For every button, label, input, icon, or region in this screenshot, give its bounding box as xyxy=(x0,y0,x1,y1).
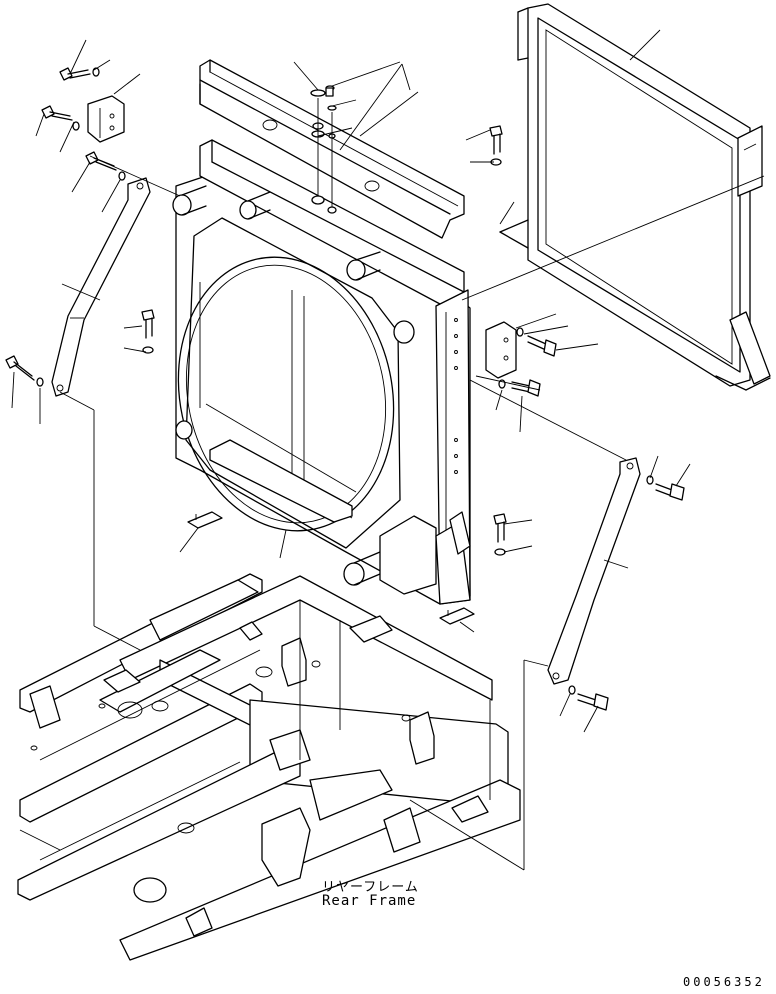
right-stay-rod xyxy=(547,457,685,711)
rear-frame-label-jp: リヤーフレーム xyxy=(322,880,419,895)
rear-frame xyxy=(17,573,521,961)
right-side-fasteners xyxy=(485,125,557,556)
rear-frame-label-en: Rear Frame xyxy=(322,893,417,909)
radiator-guard xyxy=(499,3,771,391)
leader-lines xyxy=(11,29,765,871)
filler-cap-parts xyxy=(310,85,337,214)
left-stay-rod xyxy=(5,177,151,397)
radiator-assembly xyxy=(172,139,471,605)
mount-plates xyxy=(187,511,475,625)
mid-left-bolt xyxy=(141,309,155,354)
left-upper-bracket xyxy=(41,67,126,181)
figure-number: 00056352 xyxy=(683,975,765,989)
